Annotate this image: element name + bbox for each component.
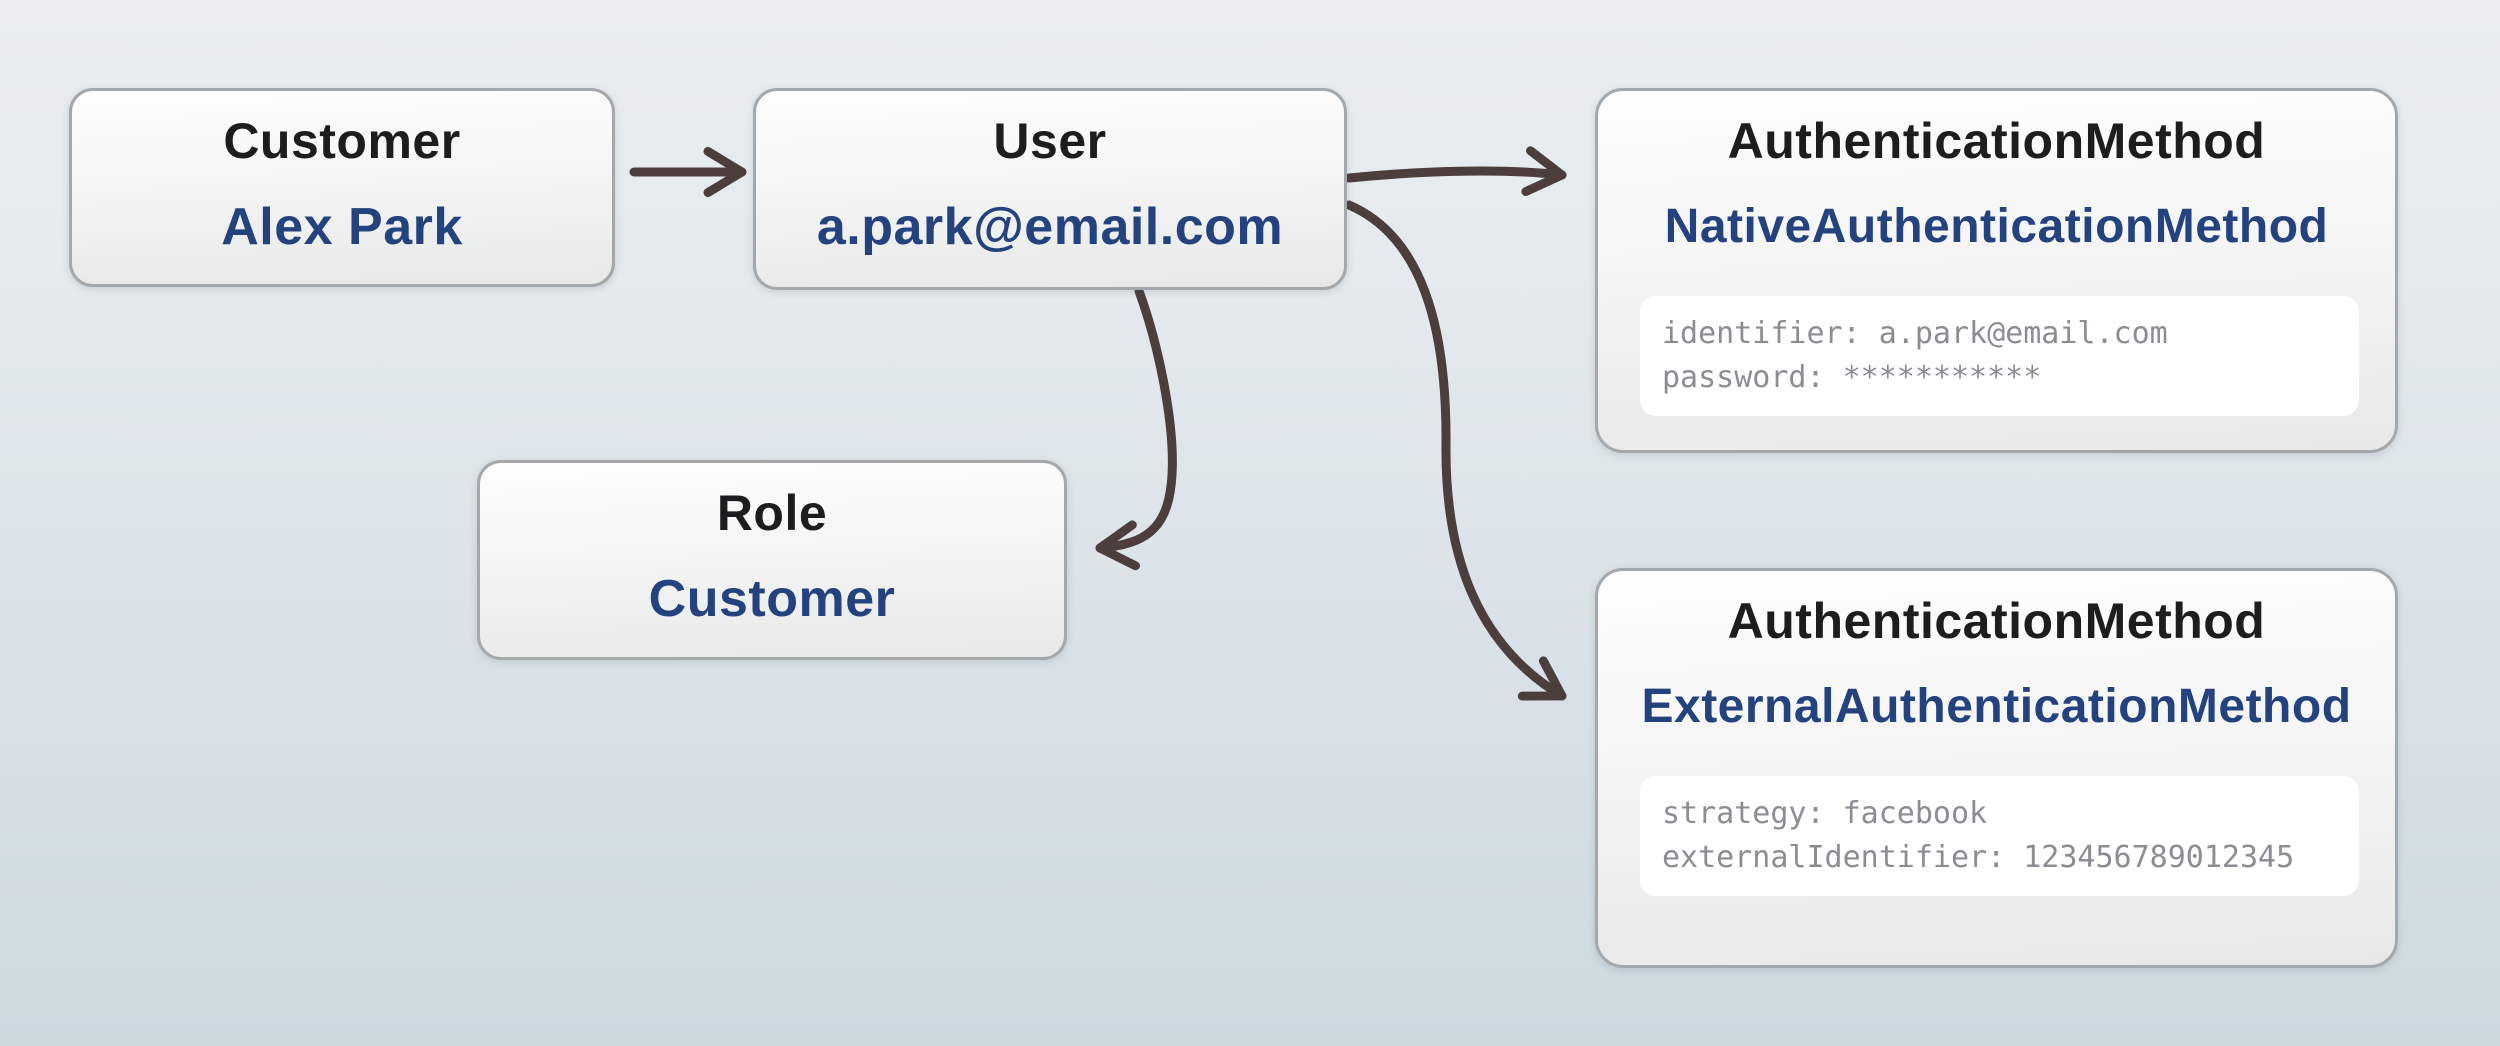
role-node[interactable]: Role Customer xyxy=(477,460,1067,660)
native-auth-detail-panel: identifier: a.park@email.com password: *… xyxy=(1640,296,2359,416)
native-auth-node[interactable]: AuthenticationMethod NativeAuthenticatio… xyxy=(1595,88,2398,453)
user-node[interactable]: User a.park@email.com xyxy=(753,88,1347,290)
user-node-title: User xyxy=(993,113,1107,169)
external-auth-detail-panel: strategy: facebook externalIdentifier: 1… xyxy=(1640,776,2359,896)
native-auth-node-title: AuthenticationMethod xyxy=(1727,113,2266,169)
external-auth-node[interactable]: AuthenticationMethod ExternalAuthenticat… xyxy=(1595,568,2398,968)
external-auth-node-value: ExternalAuthenticationMethod xyxy=(1641,680,2352,733)
edge-user-to-native-auth xyxy=(1344,146,1567,197)
customer-node-value: Alex Park xyxy=(221,198,463,256)
edge-user-to-role xyxy=(1095,286,1177,571)
role-node-value: Customer xyxy=(648,570,896,628)
role-node-title: Role xyxy=(716,485,828,541)
edge-user-to-external-auth xyxy=(1344,200,1567,701)
native-auth-identifier-line: identifier: a.park@email.com xyxy=(1662,316,2168,351)
external-auth-strategy-line: strategy: facebook xyxy=(1662,796,1988,831)
external-auth-node-title: AuthenticationMethod xyxy=(1727,593,2266,649)
user-node-value: a.park@email.com xyxy=(816,198,1284,256)
customer-node[interactable]: Customer Alex Park xyxy=(69,88,615,287)
native-auth-node-value: NativeAuthenticationMethod xyxy=(1664,200,2329,253)
native-auth-password-line: password: *********** xyxy=(1662,360,2042,395)
customer-node-title: Customer xyxy=(223,113,461,169)
external-auth-identifier-line: externalIdentifier: 123456789012345 xyxy=(1662,840,2295,875)
